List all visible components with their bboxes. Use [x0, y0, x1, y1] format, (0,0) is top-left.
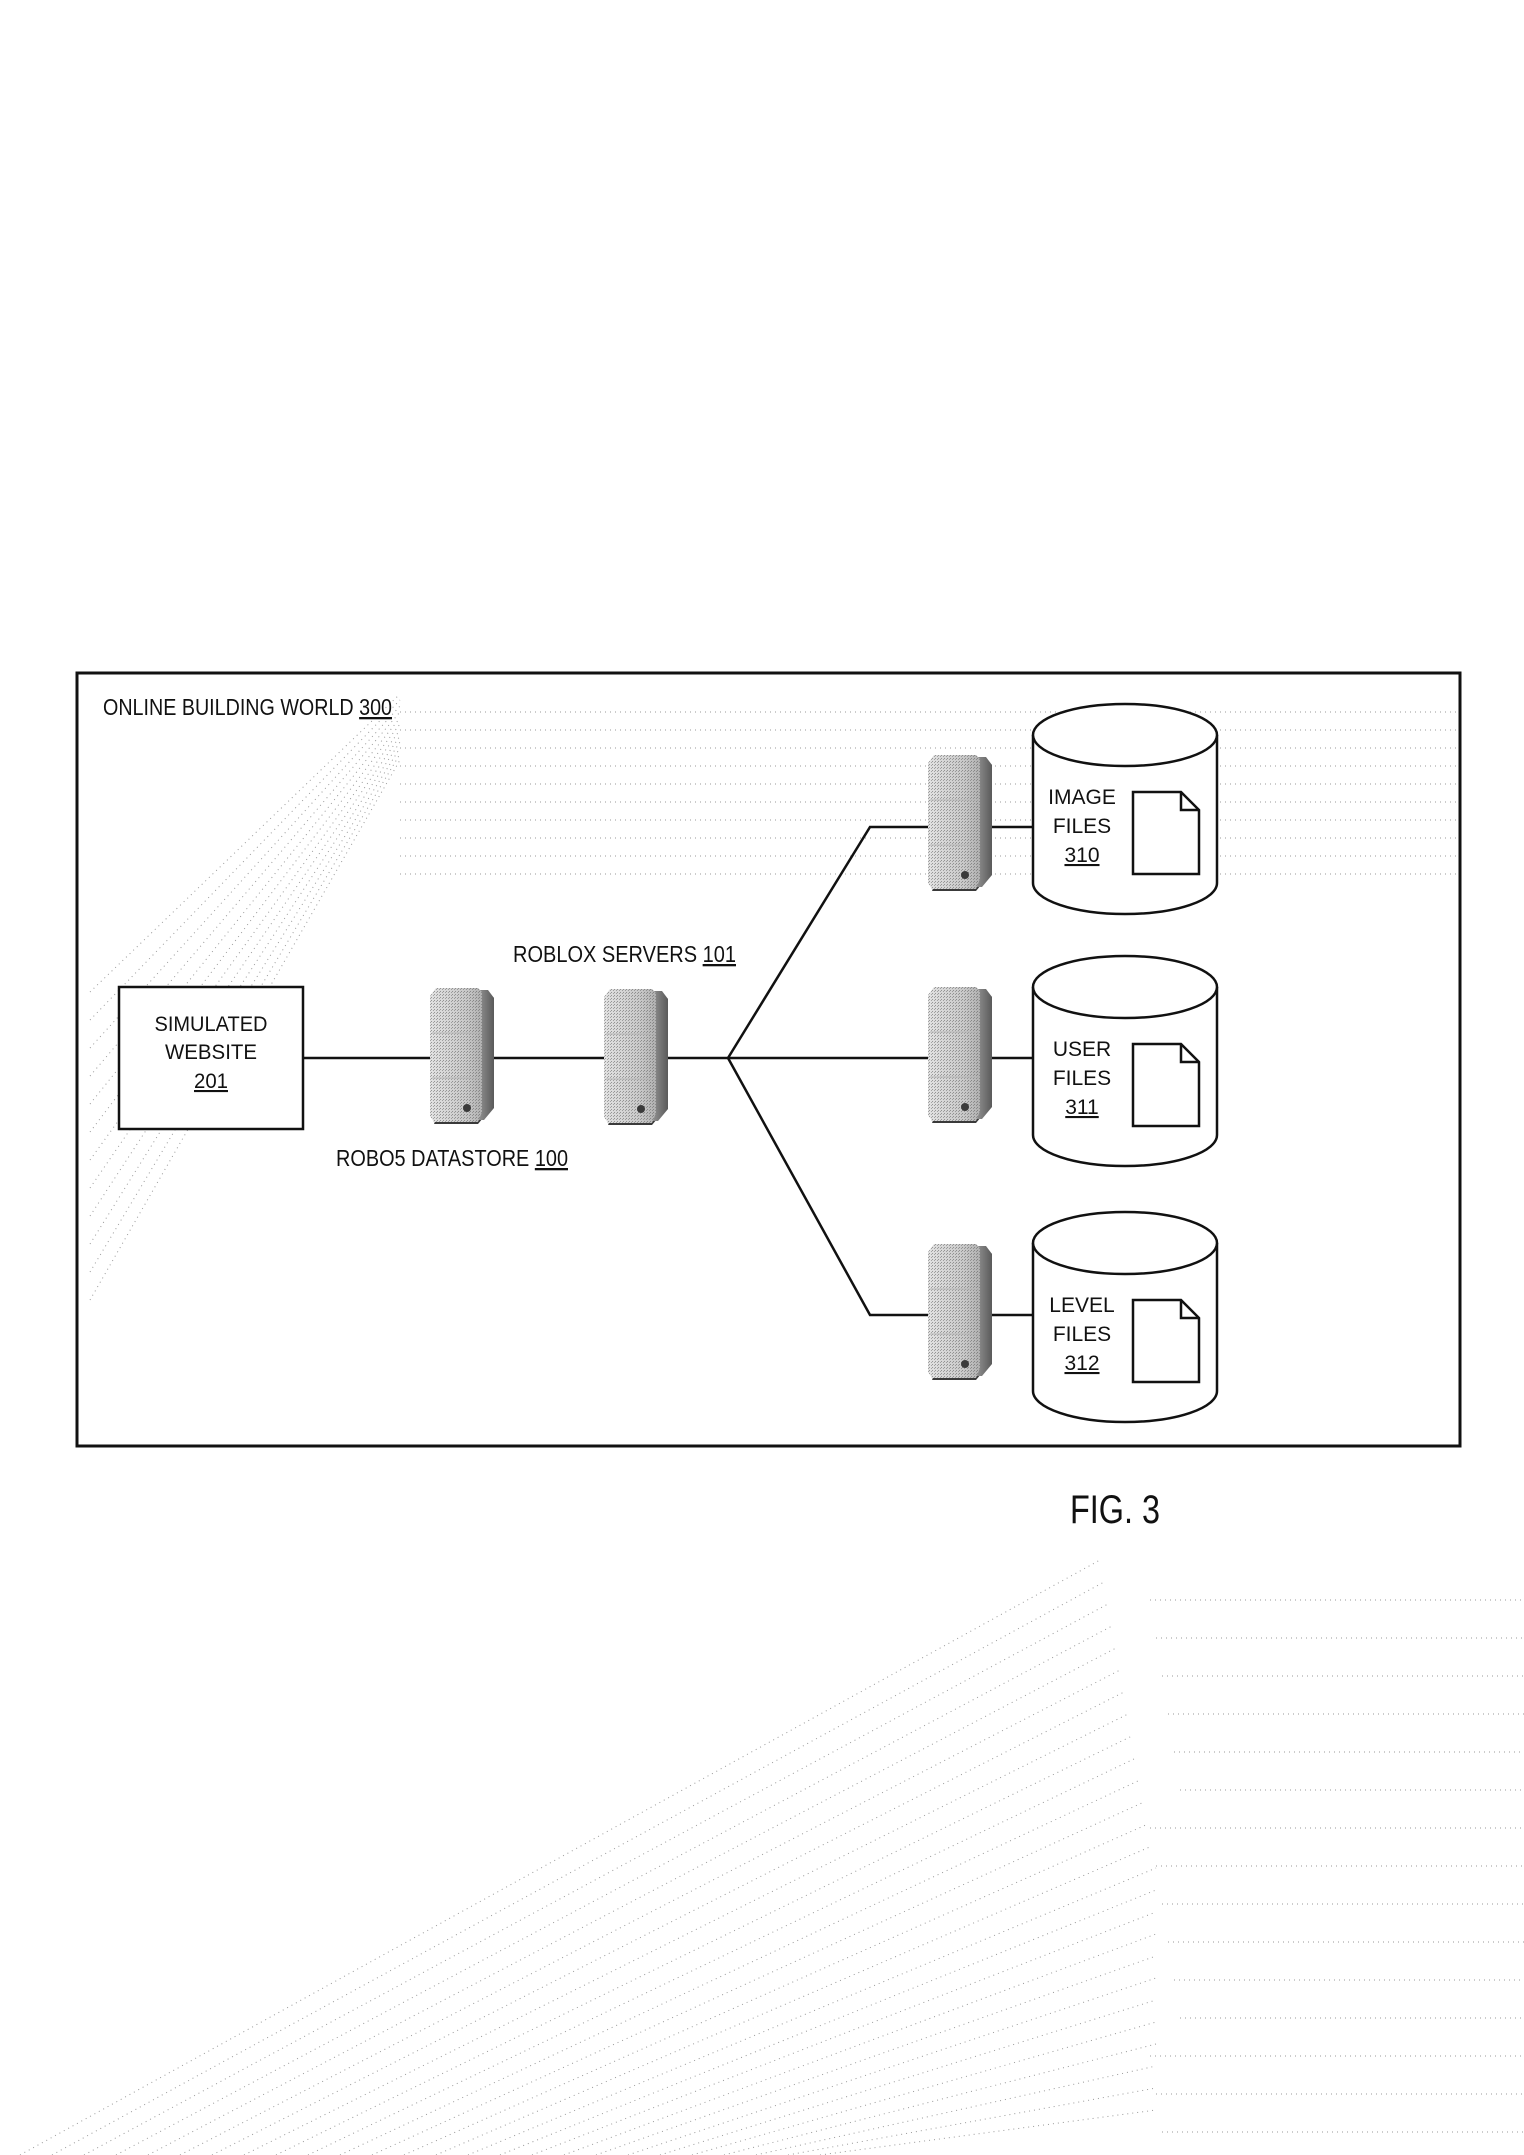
- document-icon: [1131, 1042, 1201, 1128]
- artifact-line: [179, 1669, 1121, 2155]
- simulated-website-node: SIMULATED WEBSITE 201: [117, 985, 305, 1131]
- artifact-line: [787, 2087, 1157, 2155]
- website-label-line2: WEBSITE: [165, 1041, 257, 1064]
- artifact-line: [403, 1823, 1149, 2155]
- artifact-line: [691, 2021, 1157, 2155]
- artifact-line: [243, 1713, 1129, 2155]
- document-icon: [1131, 1298, 1201, 1384]
- artifact-line: [115, 1625, 1113, 2155]
- artifact-line: [275, 1735, 1133, 2155]
- user-files-label-line1: USER: [1053, 1038, 1111, 1061]
- artifact-line: [211, 1691, 1125, 2155]
- artifact-line: [51, 1581, 1105, 2155]
- image-server-icon: [927, 754, 993, 892]
- container-title: ONLINE BUILDING WORLD 300: [103, 694, 392, 720]
- level-server-icon: [927, 1243, 993, 1381]
- image-files-label-line1: IMAGE: [1048, 786, 1116, 809]
- artifact-line: [467, 1867, 1157, 2155]
- level-files-ref: 312: [1064, 1352, 1099, 1375]
- scan-artifact-lines: [19, 693, 1524, 2155]
- artifact-line: [89, 729, 401, 1161]
- image-files-label-line2: FILES: [1053, 815, 1111, 838]
- figure-label: FIG. 3: [1070, 1488, 1160, 1532]
- artifact-line: [307, 1757, 1137, 2155]
- website-ref: 201: [194, 1070, 228, 1093]
- online-building-world-box: [75, 671, 1462, 1448]
- artifact-line: [89, 699, 401, 1021]
- level-files-datastore: LEVEL FILES 312: [1031, 1210, 1219, 1424]
- connection-lines: [303, 825, 1033, 1317]
- level-files-label-line1: LEVEL: [1049, 1294, 1114, 1317]
- artifact-line: [755, 2065, 1157, 2155]
- artifact-line: [499, 1889, 1157, 2155]
- edge-branch-level-server: [726, 1057, 928, 1317]
- roblox-server-icon: [603, 988, 669, 1126]
- artifact-line: [147, 1647, 1117, 2155]
- artifact-line: [595, 1955, 1157, 2155]
- artifact-line: [339, 1779, 1141, 2155]
- image-files-datastore: IMAGE FILES 310: [1031, 702, 1219, 916]
- artifact-line: [563, 1933, 1157, 2155]
- user-files-label-line2: FILES: [1053, 1067, 1111, 1090]
- cylinder-top: [1031, 702, 1219, 768]
- edge-branch-image-server: [726, 825, 928, 1059]
- roblox-servers-label: ROBLOX SERVERS 101: [513, 941, 736, 967]
- datastore-server-icon: [429, 987, 495, 1125]
- level-files-label-line2: FILES: [1053, 1323, 1111, 1346]
- artifact-line: [531, 1911, 1157, 2155]
- user-server-icon: [927, 986, 993, 1124]
- artifact-line: [83, 1603, 1109, 2155]
- artifact-line: [659, 1999, 1157, 2155]
- artifact-line: [371, 1801, 1145, 2155]
- artifact-line: [819, 2109, 1157, 2155]
- user-files-datastore: USER FILES 311: [1031, 954, 1219, 1168]
- robo5-datastore-label: ROBO5 DATASTORE 100: [336, 1145, 568, 1171]
- artifact-line: [89, 753, 401, 1273]
- artifact-line: [89, 705, 401, 1049]
- cylinder-top: [1031, 954, 1219, 1020]
- website-label-line1: SIMULATED: [155, 1013, 268, 1036]
- artifact-line: [19, 1559, 1101, 2155]
- cylinder-top: [1031, 1210, 1219, 1276]
- document-icon: [1131, 790, 1201, 876]
- artifact-line: [89, 693, 401, 993]
- image-files-ref: 310: [1064, 844, 1099, 867]
- artifact-line: [627, 1977, 1157, 2155]
- user-files-ref: 311: [1065, 1096, 1098, 1119]
- artifact-line: [723, 2043, 1157, 2155]
